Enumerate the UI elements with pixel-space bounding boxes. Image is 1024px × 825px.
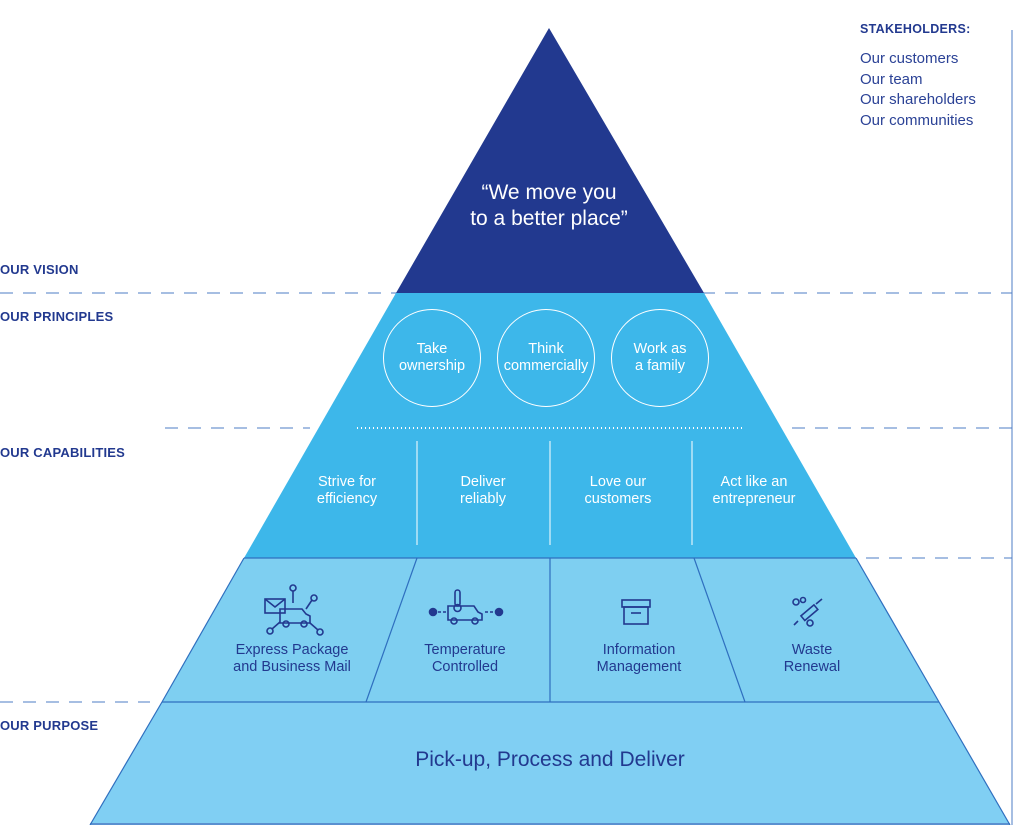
thermometer-tube <box>454 589 461 607</box>
syringe-needle <box>815 598 823 605</box>
syringe-plunger <box>793 620 799 626</box>
box-lid <box>621 599 651 608</box>
service-line-2: Renewal <box>783 659 841 675</box>
stakeholder-item: Our team <box>860 70 923 88</box>
stakeholders-list: Our customers Our team Our shareholders … <box>860 49 976 131</box>
van-wheel <box>282 620 290 628</box>
network-node <box>289 584 297 592</box>
principle-line-1: Work as <box>633 341 687 357</box>
tier-outlines <box>89 557 1011 825</box>
principle-line-2: commercially <box>503 358 589 374</box>
van-wheel <box>471 617 479 625</box>
capability-line-2: efficiency <box>316 491 378 507</box>
purpose-right-edge <box>938 701 1011 825</box>
stakeholder-item: Our communities <box>860 111 974 129</box>
network-link <box>309 622 319 631</box>
capability-line-1: Strive for <box>317 474 376 490</box>
envelope-van-network-icon <box>264 584 324 636</box>
network-node <box>316 628 324 636</box>
service-line-1: Waste <box>791 642 833 658</box>
envelope-shape <box>264 598 286 614</box>
vision-line-2: to a better place” <box>470 207 628 230</box>
capability-line-2: reliably <box>460 491 506 507</box>
archive-box-icon <box>621 599 651 625</box>
vision-line-1: “We move you <box>481 181 617 204</box>
network-link <box>271 621 281 630</box>
services-left-edge <box>161 557 245 703</box>
syringe-pills-icon <box>792 596 823 627</box>
service-divider-1 <box>365 557 418 703</box>
vision-tier <box>396 28 704 293</box>
pill <box>806 619 814 627</box>
stakeholders-title: STAKEHOLDERS: <box>860 22 971 36</box>
service-line-1: Express Package <box>235 642 349 658</box>
dashed-guides <box>0 292 1012 703</box>
envelope-flap <box>264 598 286 609</box>
purpose-statement: Pick-up, Process and Deliver <box>415 748 685 771</box>
thermometer-van-icon <box>428 589 504 625</box>
purpose-left-edge <box>89 701 163 825</box>
service-line-1: Temperature <box>424 642 506 658</box>
van-wheel <box>450 617 458 625</box>
label-our-purpose: OUR PURPOSE <box>0 718 99 733</box>
route-start-dot <box>428 607 438 617</box>
network-node <box>310 594 318 602</box>
pill <box>792 598 800 606</box>
capability-line-1: Deliver <box>460 474 506 490</box>
principle-line-2: ownership <box>398 358 466 374</box>
label-our-principles: OUR PRINCIPLES <box>0 309 114 324</box>
capability-dividers <box>416 441 693 545</box>
network-link <box>305 599 313 610</box>
principle-line-1: Take <box>416 341 448 357</box>
label-our-capabilities: OUR CAPABILITIES <box>0 445 126 460</box>
purpose-tier <box>90 702 1010 825</box>
principle-line-2: a family <box>635 358 685 374</box>
van-body <box>447 605 483 621</box>
network-node <box>266 627 274 635</box>
thermometer-bulb <box>453 603 462 613</box>
capability-line-1: Act like an <box>720 474 788 490</box>
principle-line-1: Think <box>528 341 564 357</box>
stakeholder-item: Our customers <box>860 50 959 67</box>
capability-line-2: entrepreneur <box>712 491 796 507</box>
syringe-barrel <box>799 603 819 622</box>
services-right-edge <box>855 557 940 703</box>
box-body <box>623 606 649 625</box>
capability-line-2: customers <box>584 491 652 507</box>
van-wheel <box>300 620 308 628</box>
stakeholder-item: Our shareholders <box>860 91 976 108</box>
pill <box>799 596 807 604</box>
service-line-2: and Business Mail <box>233 659 351 675</box>
service-line-1: Information <box>602 642 676 658</box>
service-line-2: Controlled <box>431 659 499 675</box>
label-our-vision: OUR VISION <box>0 262 79 277</box>
van-body <box>279 608 311 624</box>
service-line-2: Management <box>596 659 682 675</box>
route-end-dot <box>494 607 504 617</box>
vision-statement: “We move you to a better place” <box>420 180 678 232</box>
capability-line-1: Love our <box>589 474 647 490</box>
service-divider-3 <box>693 557 746 703</box>
